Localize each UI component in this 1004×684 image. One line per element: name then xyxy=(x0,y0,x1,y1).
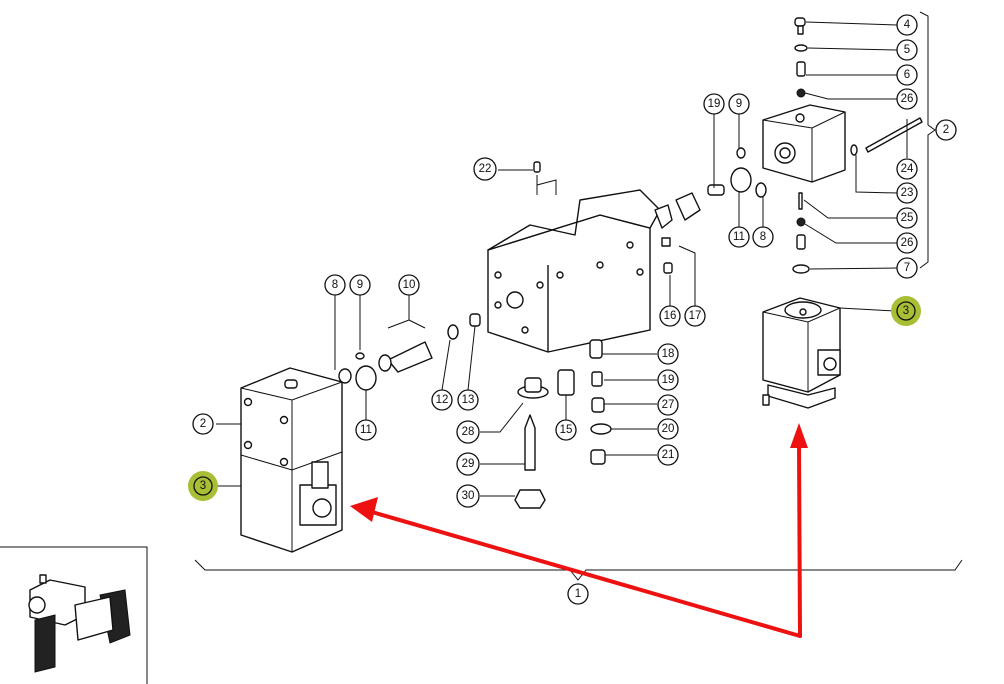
svg-text:17: 17 xyxy=(689,310,702,322)
assembly-bracket-1 xyxy=(194,559,963,581)
svg-text:12: 12 xyxy=(436,394,449,406)
callout-29[interactable]: 29 xyxy=(456,452,480,476)
svg-text:16: 16 xyxy=(664,310,677,322)
center-bottom-parts xyxy=(514,147,767,509)
svg-text:19: 19 xyxy=(708,98,721,110)
callout-2-left[interactable]: 2 xyxy=(192,413,214,435)
svg-text:1: 1 xyxy=(575,588,581,600)
callout-26-bottom[interactable]: 26 xyxy=(896,232,918,254)
arrowhead-right xyxy=(790,423,808,448)
callout-21[interactable]: 21 xyxy=(657,444,679,466)
svg-text:5: 5 xyxy=(904,44,910,56)
right-solenoid xyxy=(762,297,841,409)
annotation-arrows xyxy=(350,423,808,638)
top-right-small-parts xyxy=(792,17,923,274)
callout-28[interactable]: 28 xyxy=(456,420,480,444)
svg-text:2: 2 xyxy=(200,418,206,430)
svg-text:4: 4 xyxy=(904,19,911,31)
callout-6[interactable]: 6 xyxy=(896,64,918,86)
svg-text:29: 29 xyxy=(462,458,475,470)
callout-18[interactable]: 18 xyxy=(657,343,679,365)
callout-11-top[interactable]: 11 xyxy=(728,226,750,248)
svg-text:8: 8 xyxy=(760,231,766,243)
svg-text:25: 25 xyxy=(901,212,914,224)
callout-5[interactable]: 5 xyxy=(896,39,918,61)
callout-26-top[interactable]: 26 xyxy=(896,88,918,110)
svg-text:3: 3 xyxy=(200,480,206,492)
svg-text:8: 8 xyxy=(332,279,338,291)
svg-text:27: 27 xyxy=(662,399,675,411)
callout-8-left[interactable]: 8 xyxy=(324,274,346,296)
callout-24[interactable]: 24 xyxy=(896,158,918,180)
callout-4[interactable]: 4 xyxy=(896,14,918,36)
svg-text:11: 11 xyxy=(360,424,372,436)
svg-text:30: 30 xyxy=(462,490,475,502)
callout-30[interactable]: 30 xyxy=(456,484,480,508)
svg-text:24: 24 xyxy=(901,163,914,175)
callout-27[interactable]: 27 xyxy=(657,394,679,416)
svg-text:28: 28 xyxy=(462,426,475,438)
callout-22[interactable]: 22 xyxy=(473,157,497,181)
svg-text:11: 11 xyxy=(733,231,745,243)
svg-text:21: 21 xyxy=(662,449,675,461)
inset-assembled-view xyxy=(0,546,148,684)
svg-text:26: 26 xyxy=(901,93,914,105)
leader-lines xyxy=(216,21,908,497)
callout-9-left[interactable]: 9 xyxy=(349,274,371,296)
arrowhead-left xyxy=(350,497,378,522)
svg-text:6: 6 xyxy=(904,69,910,81)
svg-text:9: 9 xyxy=(357,279,363,291)
callout-3-left-highlighted[interactable]: 3 xyxy=(188,471,218,501)
callout-20[interactable]: 20 xyxy=(657,418,679,440)
callout-10[interactable]: 10 xyxy=(398,274,420,296)
svg-text:23: 23 xyxy=(901,187,914,199)
cartridge-parts xyxy=(338,313,481,391)
callout-17[interactable]: 17 xyxy=(684,305,706,327)
callout-23[interactable]: 23 xyxy=(896,182,918,204)
svg-text:13: 13 xyxy=(462,394,475,406)
callout-15[interactable]: 15 xyxy=(555,419,577,441)
callout-11-left[interactable]: 11 xyxy=(355,419,377,441)
svg-text:7: 7 xyxy=(904,262,910,274)
pilot-block xyxy=(762,104,846,183)
callout-25[interactable]: 25 xyxy=(896,207,918,229)
callout-16[interactable]: 16 xyxy=(659,305,681,327)
callout-7[interactable]: 7 xyxy=(896,257,918,279)
svg-text:18: 18 xyxy=(662,348,675,360)
callout-19-bottom[interactable]: 19 xyxy=(657,369,679,391)
svg-text:15: 15 xyxy=(560,424,573,436)
svg-text:2: 2 xyxy=(943,124,949,136)
svg-text:3: 3 xyxy=(903,305,909,317)
callout-3-right-highlighted[interactable]: 3 xyxy=(891,296,921,326)
svg-text:10: 10 xyxy=(403,279,416,291)
arrow-to-right-solenoid xyxy=(797,443,802,638)
callout-9-top[interactable]: 9 xyxy=(728,93,750,115)
svg-text:19: 19 xyxy=(662,374,675,386)
callout-19-top[interactable]: 19 xyxy=(703,93,725,115)
callout-13[interactable]: 13 xyxy=(457,389,479,411)
svg-text:9: 9 xyxy=(736,98,742,110)
callout-12[interactable]: 12 xyxy=(431,389,453,411)
callout-2-group[interactable]: 2 xyxy=(935,119,957,141)
main-manifold-block xyxy=(487,189,701,353)
svg-text:20: 20 xyxy=(662,423,675,435)
callouts: 4 5 6 26 24 23 25 26 7 2 3 22 19 9 11 8 … xyxy=(188,14,957,605)
arrow-to-left-solenoid xyxy=(370,510,802,638)
subassembly-bracket-2 xyxy=(919,11,936,269)
svg-text:26: 26 xyxy=(901,237,914,249)
svg-text:22: 22 xyxy=(479,163,492,175)
callout-1[interactable]: 1 xyxy=(567,583,589,605)
callout-8-top[interactable]: 8 xyxy=(752,226,774,248)
left-valve-block xyxy=(240,367,343,553)
